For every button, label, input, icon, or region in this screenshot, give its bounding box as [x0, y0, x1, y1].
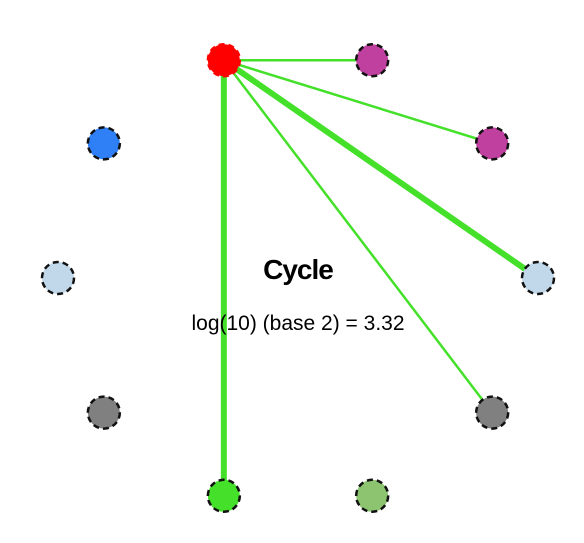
graph-node-n2: [474, 126, 510, 161]
graph-node-n0: [206, 42, 242, 78]
graph-node-n3: [520, 260, 556, 296]
edge-n0-n3: [220, 57, 541, 281]
graph-node-n1: [354, 42, 390, 78]
edge-layer: [220, 57, 541, 499]
edge-n0-n4: [222, 58, 494, 414]
graph-node-n4: [474, 395, 510, 430]
graph-node-n9: [86, 126, 122, 161]
diagram-title: Cycle: [263, 254, 333, 285]
graph-node-n6: [206, 478, 242, 514]
edge-n0-n2: [222, 58, 494, 145]
graph-node-n7: [86, 395, 122, 430]
formula-label: log(10) (base 2) = 3.32: [191, 312, 404, 335]
graph-node-n5: [354, 478, 390, 514]
graph-node-n8: [40, 260, 76, 296]
node-layer: [40, 42, 556, 514]
